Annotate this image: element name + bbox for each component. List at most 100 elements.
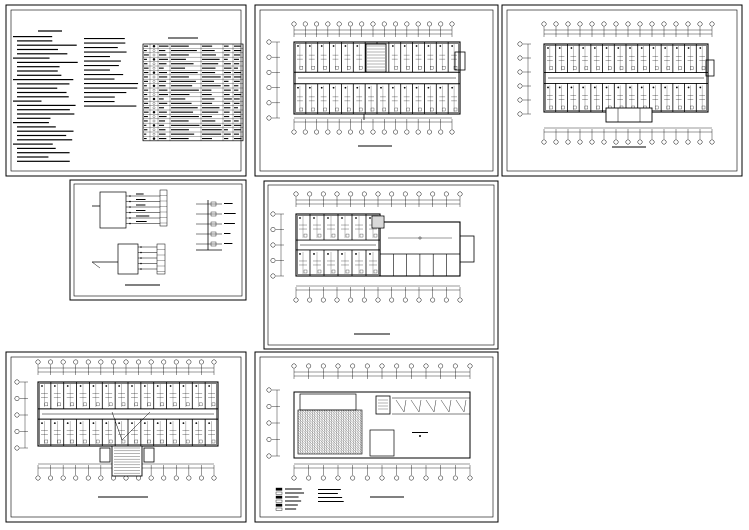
axis-bubble xyxy=(14,429,20,434)
switch-symbol xyxy=(582,86,585,89)
socket-symbol xyxy=(173,402,177,407)
axis-bubble xyxy=(364,475,370,481)
axis-bubble xyxy=(314,129,320,135)
switch-symbol xyxy=(320,45,323,47)
legend-table xyxy=(142,43,244,142)
note-text-line xyxy=(17,61,78,63)
axis-bubble xyxy=(266,453,272,459)
table-cell-text xyxy=(171,72,198,74)
socket-symbol xyxy=(382,107,387,112)
floor-plan-drawing xyxy=(14,359,219,481)
switch-symbol xyxy=(105,385,108,387)
axis-bubble xyxy=(565,139,571,145)
legend-symbol xyxy=(152,124,156,127)
socket-symbol xyxy=(430,66,434,70)
switch-symbol xyxy=(195,422,198,425)
table-cell-text xyxy=(171,54,189,56)
table-cell-text xyxy=(144,89,149,91)
socket-symbol xyxy=(160,439,164,444)
table-cell-text xyxy=(234,133,240,135)
socket-symbol xyxy=(358,107,363,112)
sheet-design-notes[interactable] xyxy=(5,4,247,177)
sheet-floor-plan-4[interactable] xyxy=(5,351,247,523)
sheet-system-diagram[interactable] xyxy=(69,179,247,301)
table-cell-text xyxy=(202,129,222,131)
table-cell-text xyxy=(224,124,232,126)
hatch-line xyxy=(306,409,351,455)
axis-bubble xyxy=(320,475,326,481)
axis-bubble xyxy=(306,475,312,481)
legend-symbol xyxy=(152,110,156,114)
hatch-line xyxy=(297,432,320,455)
legend-swatch xyxy=(275,495,283,499)
axis-bubble xyxy=(577,139,583,145)
axis-bubble xyxy=(649,139,655,145)
sheet-floor-plan-1[interactable] xyxy=(254,4,499,177)
axis-bubble xyxy=(589,21,595,27)
note-text-line xyxy=(84,101,115,103)
socket-symbol xyxy=(323,66,327,70)
note-text-line xyxy=(17,40,53,42)
axis-bubble xyxy=(291,475,297,481)
table-cell-text xyxy=(202,85,221,87)
axis-bubble xyxy=(85,475,91,481)
roof-section xyxy=(369,429,395,457)
switch-symbol xyxy=(640,86,643,89)
hatch-line xyxy=(323,409,363,449)
switch-symbol xyxy=(308,45,311,47)
hatch-line xyxy=(297,417,335,455)
axis-bubble xyxy=(148,359,154,365)
floor-plan-drawing xyxy=(266,21,466,135)
sheet-frame xyxy=(501,4,743,177)
sheet-floor-plan-3[interactable] xyxy=(263,180,499,350)
socket-symbol xyxy=(441,107,446,112)
axis-bubble xyxy=(553,21,559,27)
axis-bubble xyxy=(73,475,79,481)
switch-symbol xyxy=(617,86,620,89)
socket-symbol xyxy=(160,402,164,407)
socket-symbol xyxy=(57,439,61,444)
socket-symbol xyxy=(44,439,49,444)
axis-bubble xyxy=(404,21,410,27)
axis-bubble xyxy=(35,359,41,365)
hatch-line xyxy=(345,409,363,427)
axis-bubble xyxy=(211,475,217,481)
table-cell-text xyxy=(171,67,186,69)
axis-bubble xyxy=(335,363,341,369)
switch-symbol xyxy=(439,86,442,89)
legend-text xyxy=(285,500,302,502)
switch-symbol xyxy=(605,86,608,89)
switch-symbol xyxy=(53,385,56,387)
legend-symbol xyxy=(152,106,156,110)
axis-bubble xyxy=(123,475,129,481)
axis-bubble xyxy=(270,211,276,217)
socket-symbol xyxy=(198,402,203,407)
sheet-roof-plan[interactable] xyxy=(254,351,499,523)
axis-bubble xyxy=(60,475,66,481)
sheet-floor-plan-2[interactable] xyxy=(501,4,743,177)
switch-symbol xyxy=(41,385,43,387)
table-cell-text xyxy=(171,45,189,47)
socket-symbol xyxy=(584,66,589,70)
axis-bubble xyxy=(266,387,272,393)
note-text-line xyxy=(17,130,74,132)
axis-bubble xyxy=(389,191,395,197)
switch-symbol xyxy=(118,422,121,425)
switch-symbol xyxy=(369,217,371,219)
sheet-border xyxy=(506,9,738,172)
table-cell-text xyxy=(159,124,165,126)
axis-bubble xyxy=(14,396,20,401)
circuit-label xyxy=(136,221,147,222)
socket-symbol xyxy=(596,66,600,70)
socket-symbol xyxy=(643,66,647,70)
note-text-line xyxy=(84,96,115,98)
table-cell-text xyxy=(171,50,197,52)
socket-symbol xyxy=(345,233,350,238)
table-cell-text xyxy=(171,124,200,126)
table-cell-text xyxy=(144,85,147,87)
socket-symbol xyxy=(108,402,113,407)
table-cell-text xyxy=(224,138,229,140)
table-cell-text xyxy=(144,54,149,56)
legend-text xyxy=(318,497,343,498)
table-cell-text xyxy=(224,76,231,78)
